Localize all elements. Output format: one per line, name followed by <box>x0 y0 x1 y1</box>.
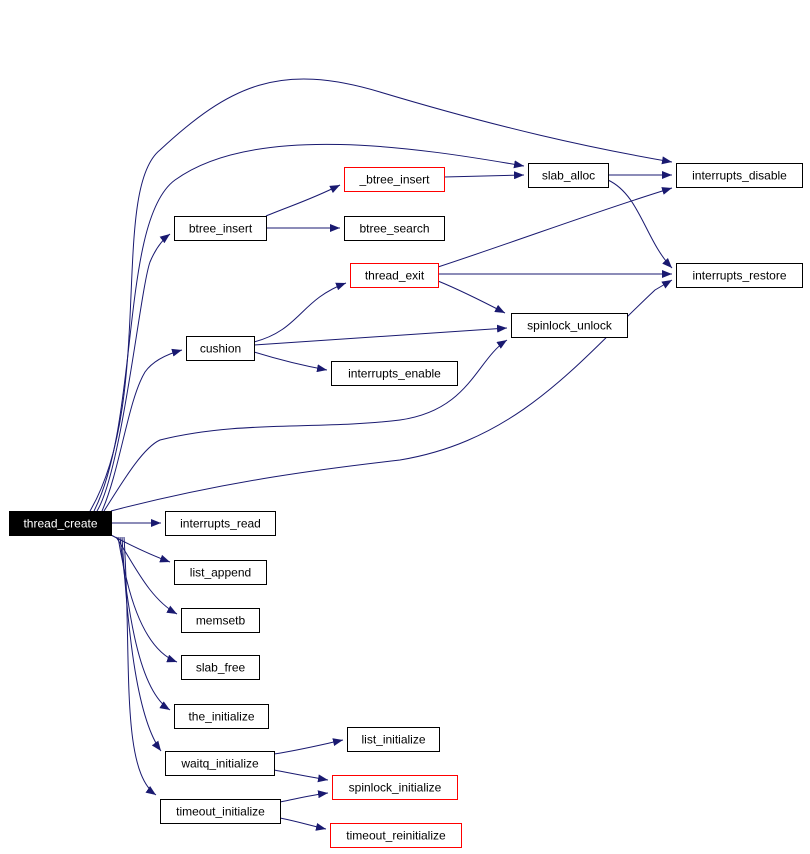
node-label: waitq_initialize <box>180 757 259 771</box>
edge-thread_create-to-timeout_initialize <box>123 536 157 796</box>
node-waitq_initialize[interactable]: waitq_initialize <box>165 751 275 776</box>
node-box <box>174 704 269 729</box>
node-box <box>344 167 445 192</box>
node-box <box>676 263 803 288</box>
node-box <box>330 823 462 848</box>
node-cushion[interactable]: cushion <box>186 336 255 361</box>
edge-waitq_initialize-to-list_initialize <box>273 738 344 755</box>
node-box <box>165 751 275 776</box>
node-label: btree_search <box>359 222 429 236</box>
edge-thread_create-to-cushion <box>101 348 183 512</box>
node-box <box>347 727 440 752</box>
node-label: slab_alloc <box>542 169 595 183</box>
node-interrupts_read[interactable]: interrupts_read <box>165 511 276 536</box>
node-box <box>174 560 267 585</box>
node-label: _btree_insert <box>358 173 430 187</box>
edge-_btree_insert-to-slab_alloc <box>443 171 525 180</box>
node-label: thread_create <box>23 517 97 531</box>
node-btree_insert[interactable]: btree_insert <box>174 216 267 241</box>
node-spinlock_initialize[interactable]: spinlock_initialize <box>332 775 458 800</box>
node-slab_free[interactable]: slab_free <box>181 655 260 680</box>
node-label: spinlock_unlock <box>527 319 613 333</box>
node-box <box>160 799 281 824</box>
node-box <box>331 361 458 386</box>
node-memsetb[interactable]: memsetb <box>181 608 260 633</box>
node-box <box>165 511 276 536</box>
edge-cushion-to-interrupts_enable <box>253 351 328 373</box>
node-box <box>350 263 439 288</box>
edge-timeout_initialize-to-spinlock_initialize <box>279 790 329 803</box>
node-box <box>528 163 609 188</box>
node-label: interrupts_disable <box>692 169 787 183</box>
node-label: timeout_reinitialize <box>346 829 446 843</box>
node-list_append[interactable]: list_append <box>174 560 267 585</box>
node-box <box>9 511 112 536</box>
edge-cushion-to-thread_exit <box>253 282 347 343</box>
node-box <box>332 775 458 800</box>
node-box <box>186 336 255 361</box>
node-label: interrupts_read <box>180 517 261 531</box>
node-label: memsetb <box>196 614 246 628</box>
edge-thread_exit-to-interrupts_disable <box>437 187 673 268</box>
node-label: timeout_initialize <box>176 805 265 819</box>
node-thread_exit[interactable]: thread_exit <box>350 263 439 288</box>
node-interrupts_disable[interactable]: interrupts_disable <box>676 163 803 188</box>
edge-thread_create-to-btree_insert <box>96 233 171 512</box>
node-label: list_initialize <box>361 733 425 747</box>
edge-thread_create-to-slab_alloc <box>93 143 525 512</box>
edge-thread_create-to-interrupts_disable <box>89 78 673 512</box>
node-box <box>181 655 260 680</box>
node-box <box>174 216 267 241</box>
edge-thread_create-to-the_initialize <box>119 536 171 711</box>
node-label: the_initialize <box>188 710 254 724</box>
edge-thread_create-to-interrupts_restore <box>110 279 673 512</box>
node-label: slab_free <box>196 661 246 675</box>
node-btree_search[interactable]: btree_search <box>344 216 445 241</box>
node-label: btree_insert <box>189 222 253 236</box>
edge-btree_insert-to-_btree_insert <box>265 184 341 217</box>
node-the_initialize[interactable]: the_initialize <box>174 704 269 729</box>
node-slab_alloc[interactable]: slab_alloc <box>528 163 609 188</box>
node-spinlock_unlock[interactable]: spinlock_unlock <box>511 313 628 338</box>
edge-thread_exit-to-spinlock_unlock <box>437 280 506 314</box>
edge-timeout_initialize-to-timeout_reinitialize <box>279 817 327 831</box>
node-box <box>344 216 445 241</box>
node-label: thread_exit <box>365 269 425 283</box>
node-box <box>181 608 260 633</box>
edge-thread_create-to-waitq_initialize <box>121 536 162 752</box>
node-box <box>676 163 803 188</box>
edge-thread_create-to-slab_free <box>117 536 178 663</box>
node-timeout_initialize[interactable]: timeout_initialize <box>160 799 281 824</box>
node-label: interrupts_restore <box>692 269 786 283</box>
node-label: list_append <box>190 566 251 580</box>
edge-cushion-to-spinlock_unlock <box>253 324 508 346</box>
node-list_initialize[interactable]: list_initialize <box>347 727 440 752</box>
node-timeout_reinitialize[interactable]: timeout_reinitialize <box>330 823 462 848</box>
node-interrupts_enable[interactable]: interrupts_enable <box>331 361 458 386</box>
edge-layer <box>89 78 673 831</box>
edge-slab_alloc-to-interrupts_restore <box>607 179 673 269</box>
node-interrupts_restore[interactable]: interrupts_restore <box>676 263 803 288</box>
node-_btree_insert[interactable]: _btree_insert <box>344 167 445 192</box>
node-label: spinlock_initialize <box>349 781 442 795</box>
node-label: interrupts_enable <box>348 367 441 381</box>
edge-waitq_initialize-to-spinlock_initialize <box>273 769 329 783</box>
node-box <box>511 313 628 338</box>
node-thread_create[interactable]: thread_create <box>9 511 112 536</box>
node-label: cushion <box>200 342 241 356</box>
edge-thread_create-to-spinlock_unlock <box>103 339 508 512</box>
